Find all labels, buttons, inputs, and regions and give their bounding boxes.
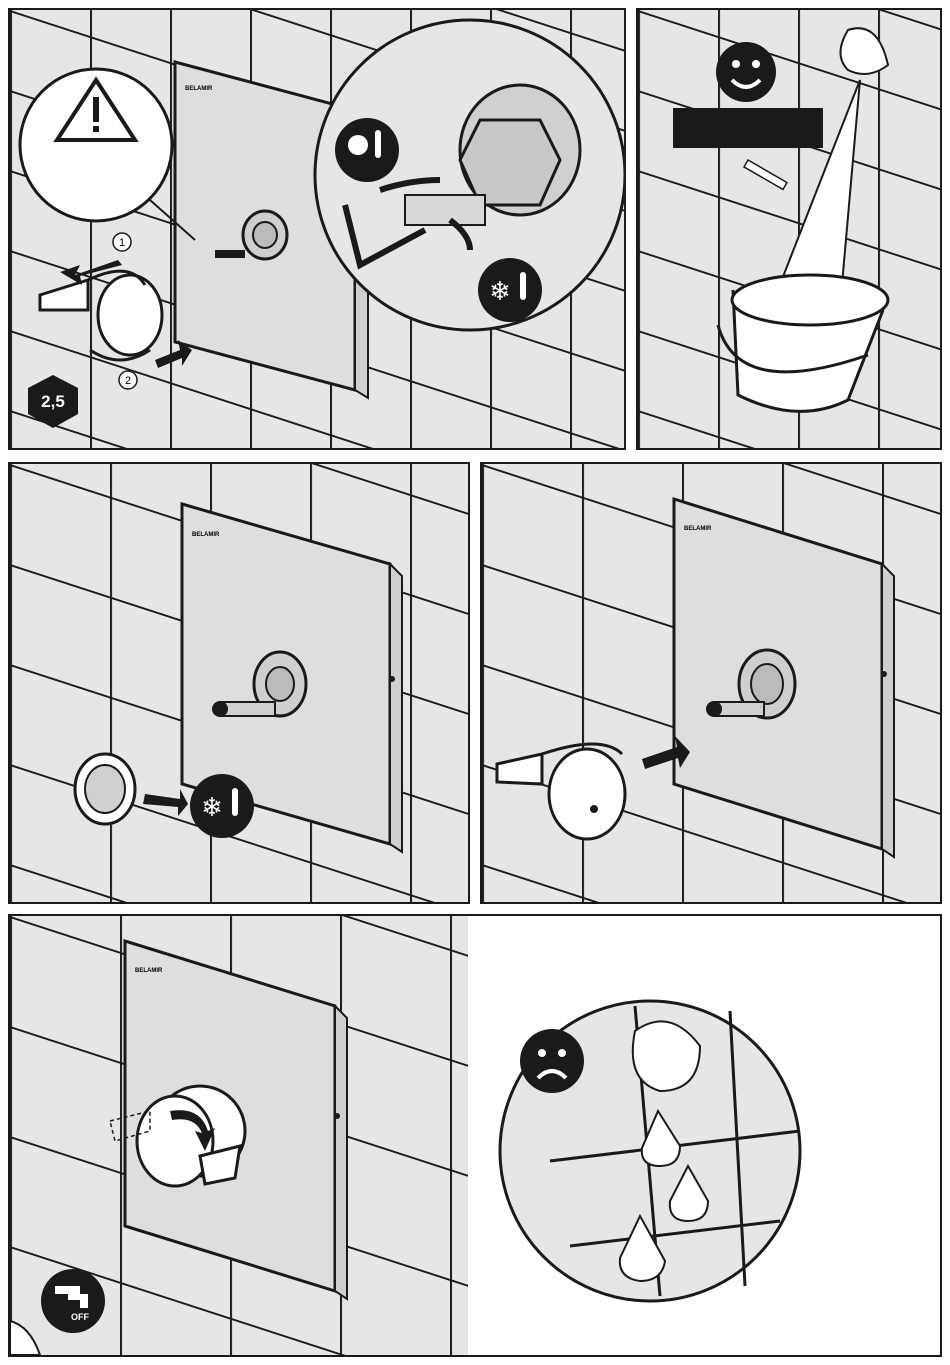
smiley-sad-icon xyxy=(520,1029,584,1093)
valve-nut xyxy=(460,120,560,205)
tap-off-icon xyxy=(41,1269,105,1333)
plate-brand: BELAMIR xyxy=(185,86,213,92)
panel-step-fit-handle: BELAMIR xyxy=(480,462,942,904)
plate-brand: BELAMIR xyxy=(135,968,163,974)
smiley-happy-icon xyxy=(716,42,776,102)
plate-brand: BELAMIR xyxy=(684,526,712,532)
panel-step-remove-handle: BELAMIR 1 2 2,5 xyxy=(8,8,626,450)
panel-3-illustration: BELAMIR ❄ xyxy=(10,464,468,902)
panel-step-close: BELAMIR OFF xyxy=(8,914,942,1357)
plate-brand: BELAMIR xyxy=(192,532,220,538)
panel-1-illustration: BELAMIR 1 2 2,5 xyxy=(10,10,624,448)
step-1-text: 1 xyxy=(119,237,125,249)
redacted-label-bar xyxy=(673,108,823,148)
panel-4-illustration: BELAMIR xyxy=(482,464,940,902)
panel-2-illustration xyxy=(638,10,940,448)
step-2-text: 2 xyxy=(125,375,131,387)
hex-key-size: 2,5 xyxy=(41,392,65,411)
hot-temperature-icon xyxy=(335,118,399,182)
panel-5-illustration: BELAMIR OFF xyxy=(10,916,940,1355)
svg-text:❄: ❄ xyxy=(489,276,511,306)
panel-step-fit-ring: BELAMIR ❄ xyxy=(8,462,470,904)
panel-step-flush xyxy=(636,8,942,450)
tap-off-label: OFF xyxy=(71,1312,89,1322)
svg-text:❄: ❄ xyxy=(201,792,223,822)
valve-spindle xyxy=(220,702,275,716)
valve-spindle xyxy=(215,250,245,258)
